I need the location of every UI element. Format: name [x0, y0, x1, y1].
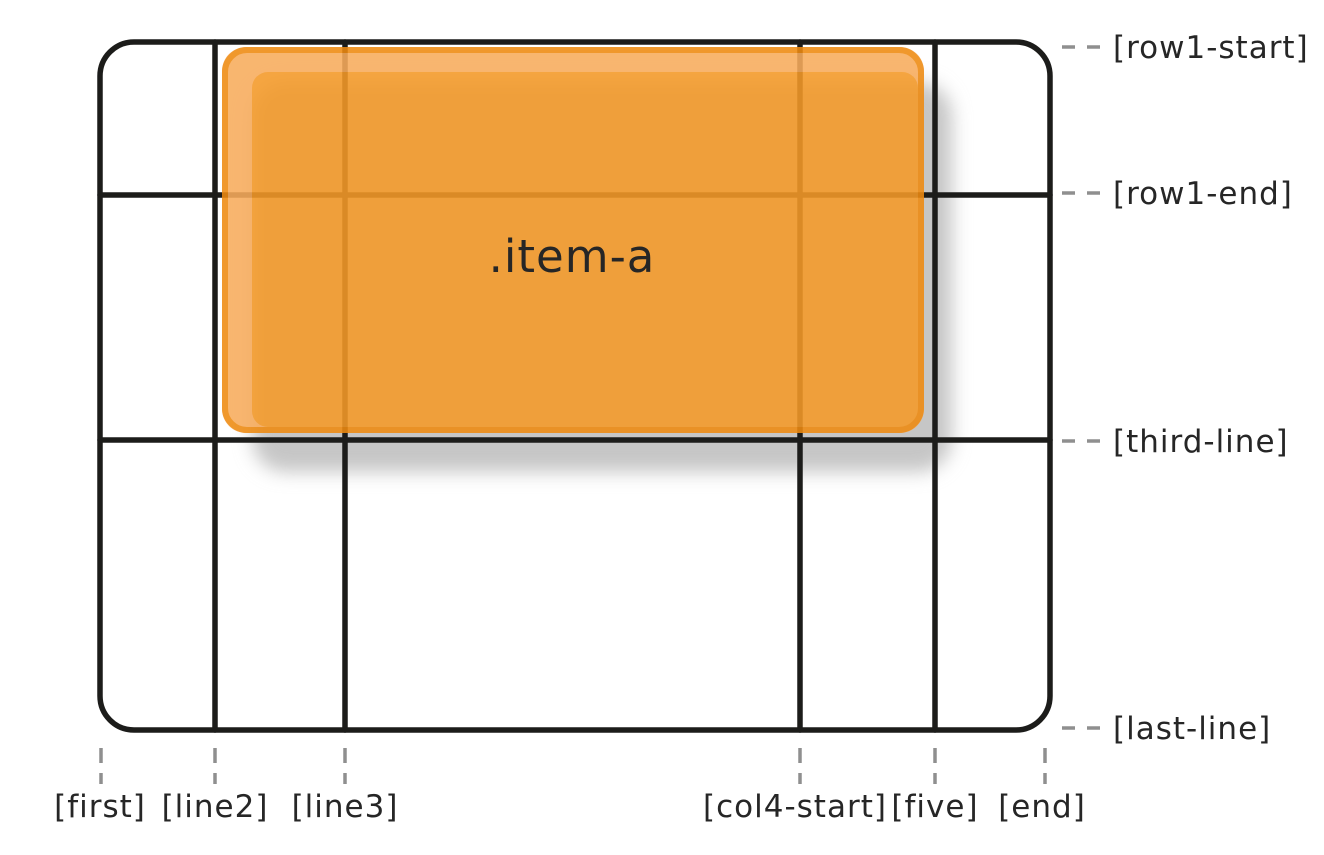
row-label-last-line: [last-line] [1113, 711, 1271, 747]
item-a-border [222, 47, 924, 433]
col-ticks [99, 748, 1047, 784]
col-label-five: [five] [891, 789, 978, 825]
col-label-line3: [line3] [292, 789, 399, 825]
grid-outer-border [97, 39, 1053, 733]
col-label-line2: [line2] [162, 789, 269, 825]
item-a-label: .item-a [489, 230, 656, 283]
row-label-third-line: [third-line] [1113, 424, 1289, 460]
col-label-end: [end] [998, 789, 1086, 825]
col-label-first: [first] [54, 789, 146, 825]
col-label-col4-start: [col4-start] [703, 789, 887, 825]
row-ticks [1062, 45, 1103, 730]
row-label-row1-start: [row1-start] [1113, 30, 1309, 66]
item-a-inner [252, 72, 918, 427]
row-label-row1-end: [row1-end] [1113, 176, 1293, 212]
item-a [222, 47, 924, 433]
